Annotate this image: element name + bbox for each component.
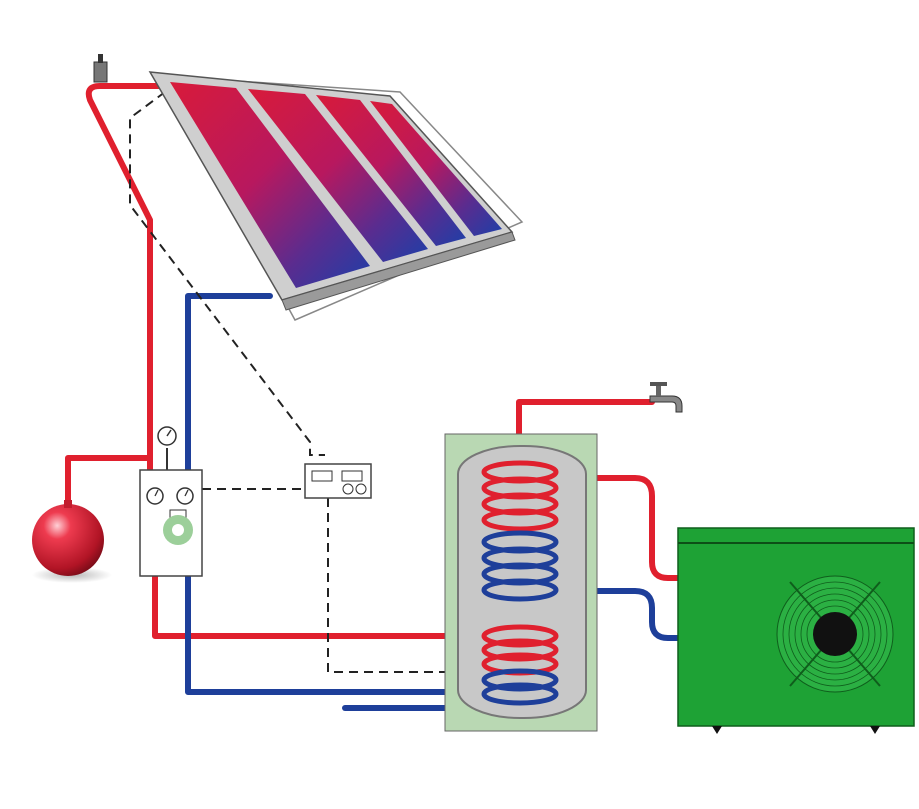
- cold-pipe-tank-to-heatpump: [555, 588, 683, 641]
- controller-display: [311, 470, 333, 482]
- pump-station: [139, 469, 203, 577]
- hot-pipe-station-to-tank: [152, 572, 488, 639]
- air-vent-icon: [93, 61, 108, 83]
- hot-pipe-expansion-branch: [65, 455, 153, 513]
- sensor-wire-collector: [129, 91, 325, 456]
- upper-coil-cold: [481, 530, 559, 602]
- controller-knob-1: [342, 483, 354, 495]
- cold-pipe-tank-to-station: [185, 572, 488, 695]
- solar-collector: [148, 71, 524, 321]
- expansion-vessel: [32, 500, 112, 583]
- air-vent: [93, 54, 108, 83]
- controller-knob-2: [355, 483, 367, 495]
- solar-panel-2: [248, 89, 428, 262]
- heat-pump: [677, 527, 915, 734]
- sensor-wire-tank: [327, 498, 485, 673]
- pressure-gauge: [157, 426, 177, 470]
- solar-controller: [304, 463, 372, 499]
- hot-pipe-heatpump-to-tank: [555, 475, 683, 581]
- tap-icon: [649, 395, 683, 413]
- heat-pump-foot-right: [870, 726, 880, 734]
- storage-tank: [444, 433, 598, 732]
- cold-pipe-station-to-collector: [185, 293, 273, 473]
- upper-coil-hot: [481, 460, 559, 532]
- solar-panel-1: [170, 82, 370, 288]
- collector-frame-edge: [281, 231, 516, 311]
- control-wiring: [129, 91, 485, 673]
- heat-pump-foot-left: [712, 726, 722, 734]
- hot-water-tap: [649, 382, 683, 413]
- expansion-vessel-icon: [32, 504, 104, 576]
- solar-panel-4: [370, 101, 502, 236]
- hot-pipe-collector-to-station: [85, 83, 173, 473]
- solar-panel-3: [316, 95, 466, 246]
- heat-pump-fan-icon: [776, 575, 894, 693]
- lower-coil-cold: [481, 668, 559, 706]
